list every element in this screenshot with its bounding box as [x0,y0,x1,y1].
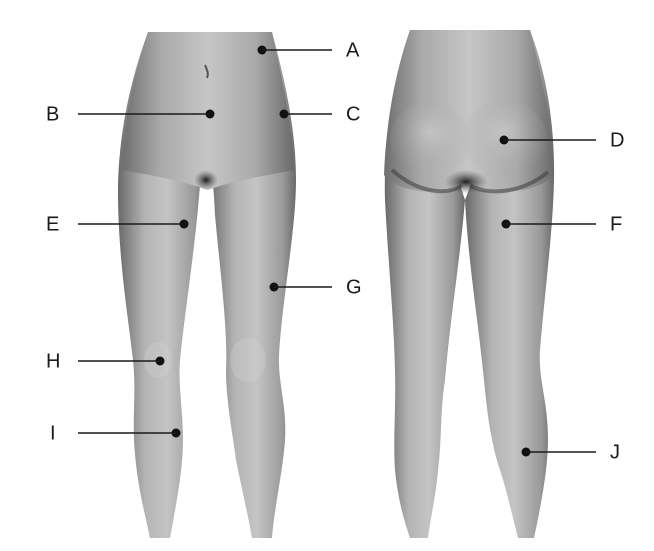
front-crotch-shadow [194,170,218,190]
label-H: H [46,350,60,372]
callout-C: C [280,103,361,125]
label-J: J [610,441,620,463]
back-view-figure [384,30,554,538]
front-view-figure [118,32,296,538]
label-D: D [610,129,624,151]
label-B: B [46,103,59,125]
label-A: A [346,39,360,61]
label-I: I [50,422,56,444]
label-C: C [346,103,360,125]
label-E: E [46,213,59,235]
label-F: F [610,213,622,235]
label-G: G [346,276,362,298]
